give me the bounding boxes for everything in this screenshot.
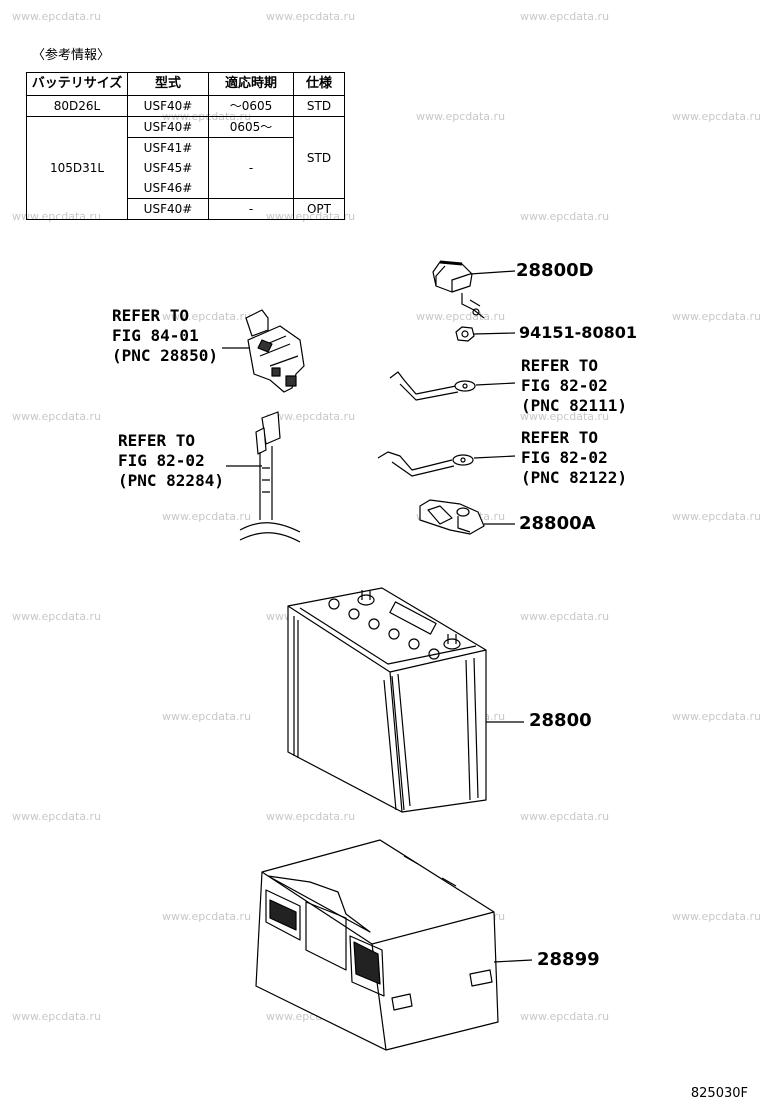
watermark-text: www.epcdata.ru — [672, 110, 760, 123]
cell-spec: STD — [293, 116, 345, 199]
callout-28800a: 28800A — [519, 513, 596, 534]
nut-94151 — [455, 326, 516, 342]
watermark-text: www.epcdata.ru — [12, 1010, 102, 1023]
callout-refer-82284: REFER TO FIG 82-02 (PNC 82284) — [118, 431, 224, 490]
watermark-text: www.epcdata.ru — [416, 110, 506, 123]
watermark-text: www.epcdata.ru — [162, 910, 252, 923]
watermark-text: www.epcdata.ru — [672, 910, 760, 923]
watermark-text: www.epcdata.ru — [520, 810, 610, 823]
watermark-text: www.epcdata.ru — [672, 510, 760, 523]
watermark-text: www.epcdata.ru — [520, 610, 610, 623]
watermark-text: www.epcdata.ru — [162, 510, 252, 523]
cell-model: USF40# — [127, 198, 209, 220]
cable-82122 — [377, 451, 516, 477]
cell-period: - — [208, 198, 294, 220]
figure-code: 825030F — [690, 1086, 748, 1101]
watermark-text: www.epcdata.ru — [12, 10, 102, 23]
cell-period: - — [208, 137, 294, 199]
watermark-text: www.epcdata.ru — [520, 210, 610, 223]
watermark-text: www.epcdata.ru — [162, 310, 252, 323]
watermark-text: www.epcdata.ru — [266, 810, 356, 823]
watermark-text: www.epcdata.ru — [520, 10, 610, 23]
cell-spec: OPT — [293, 198, 345, 220]
cell-size: 105D31L — [26, 116, 128, 220]
table-row: USF40# - OPT — [27, 198, 345, 220]
callout-94151-80801: 94151-80801 — [519, 323, 637, 342]
watermark-text: www.epcdata.ru — [520, 1010, 610, 1023]
watermark-text: www.epcdata.ru — [672, 310, 760, 323]
header-period: 適応時期 — [208, 72, 294, 96]
watermark-text: www.epcdata.ru — [12, 410, 102, 423]
cell-model: USF41# — [143, 141, 193, 155]
callout-refer-82122: REFER TO FIG 82-02 (PNC 82122) — [521, 428, 627, 487]
callout-28800d: 28800D — [516, 260, 594, 281]
table-header-row: バッテリサイズ 型式 適応時期 仕様 — [26, 72, 345, 96]
watermark-text: www.epcdata.ru — [672, 710, 760, 723]
watermark-text: www.epcdata.ru — [12, 610, 102, 623]
callout-refer-82111: REFER TO FIG 82-02 (PNC 82111) — [521, 356, 627, 415]
terminal-28800a — [419, 499, 515, 535]
table-row: USF41# USF45# USF46# - — [27, 137, 345, 199]
watermark-text: www.epcdata.ru — [266, 410, 356, 423]
cell-model-list: USF41# USF45# USF46# — [127, 137, 209, 199]
cell-size: 80D26L — [26, 95, 128, 117]
table-row: 105D31L USF40# 0605～ STD — [26, 116, 345, 220]
reference-info-caption: 〈参考情報〉 — [32, 48, 111, 63]
battery-spec-table: バッテリサイズ 型式 適応時期 仕様 80D26L USF40# ～0605 S… — [26, 72, 345, 220]
callout-refer-28850: REFER TO FIG 84-01 (PNC 28850) — [112, 306, 218, 365]
battery-tray-28899 — [255, 839, 533, 1051]
cable-82284 — [226, 411, 301, 543]
header-model: 型式 — [127, 72, 209, 96]
watermark-text: www.epcdata.ru — [266, 10, 356, 23]
watermark-text: www.epcdata.ru — [416, 310, 506, 323]
fuse-block-28850 — [222, 309, 305, 393]
table-row: 80D26L USF40# ～0605 STD — [26, 95, 345, 117]
watermark-text: www.epcdata.ru — [162, 710, 252, 723]
callout-28800: 28800 — [529, 710, 592, 731]
callout-28899: 28899 — [537, 949, 600, 970]
header-spec: 仕様 — [293, 72, 345, 96]
watermark-text: www.epcdata.ru — [520, 410, 610, 423]
watermark-text: www.epcdata.ru — [12, 810, 102, 823]
terminal-cover-28800d — [432, 260, 516, 319]
cable-82111 — [389, 371, 516, 401]
cell-model: USF45# — [143, 161, 193, 175]
battery-28800 — [287, 587, 524, 813]
cell-model: USF46# — [143, 181, 193, 195]
